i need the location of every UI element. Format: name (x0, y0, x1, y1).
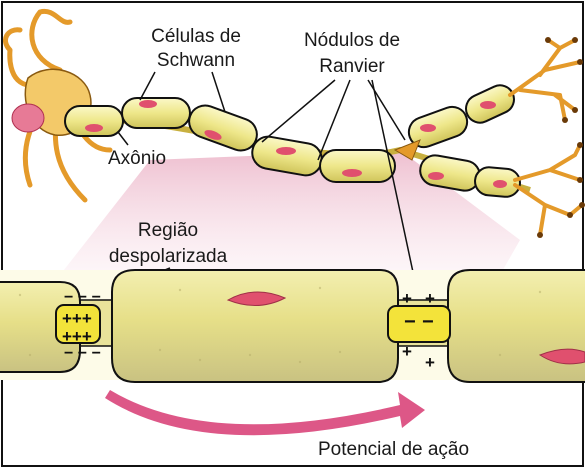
inner-negative-charge: − (422, 311, 434, 333)
schwann-cell (185, 101, 262, 155)
inner-negative-charge: − (404, 311, 416, 333)
outer-positive-charge: + (402, 342, 412, 361)
outer-positive-charge: + (425, 289, 435, 308)
ranvier-node (388, 306, 450, 342)
outer-positive-charge: + (425, 353, 435, 372)
inner-positive-charges: +++ (62, 309, 92, 328)
inner-positive-charges: +++ (62, 327, 92, 346)
myelin-sheath (448, 270, 585, 382)
label-celulas-line2: Schwann (157, 50, 235, 71)
outer-positive-charge: + (402, 289, 412, 308)
label-regiao-line2: despolarizada (109, 246, 228, 267)
label-nodulos-line2: Ranvier (319, 56, 385, 77)
action-potential-arrow (105, 390, 425, 435)
axon-terminals (510, 37, 585, 238)
outer-negative-charges: − − − (64, 345, 101, 362)
schwann-cell (320, 150, 395, 182)
label-potencial: Potencial de ação (318, 439, 469, 460)
outer-negative-charges: − − − (64, 289, 101, 306)
myelin-sheath (112, 270, 398, 382)
label-celulas-line1: Células de (151, 26, 241, 47)
label-nodulos-line1: Nódulos de (304, 30, 400, 51)
label-axonio: Axônio (108, 148, 166, 169)
label-regiao-line1: Região (138, 220, 198, 241)
